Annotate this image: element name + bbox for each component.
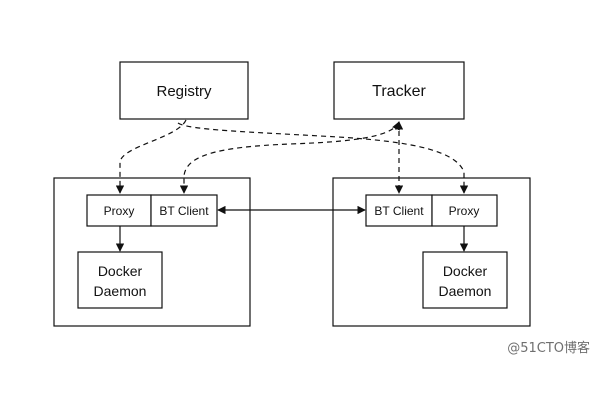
right-bt-client-box [365, 194, 433, 227]
right-docker-daemon-line2: Daemon [439, 283, 492, 299]
right-docker-daemon-line1: Docker [443, 263, 488, 279]
right-proxy-label: Proxy [449, 204, 480, 218]
left-docker-daemon-box [77, 251, 163, 309]
right-bt-client-label: BT Client [374, 204, 424, 218]
registry-label: Registry [156, 83, 212, 100]
left-proxy-box [86, 194, 152, 227]
watermark: @51CTO博客 [507, 341, 590, 356]
tracker-label: Tracker [372, 83, 426, 100]
registry-to-left-proxy-dashed [115, 119, 187, 194]
registry-to-right-proxy-dashed [177, 122, 469, 194]
registry-box [119, 61, 249, 120]
tracker-to-left-bt-client-dashed [179, 121, 400, 194]
left-bt-client-box [150, 194, 218, 227]
right-docker-daemon-box [422, 251, 508, 309]
left-bt-client-label: BT Client [159, 204, 209, 218]
left-docker-daemon-line2: Daemon [94, 283, 147, 299]
left-proxy-label: Proxy [104, 204, 135, 218]
left-docker-daemon-line1: Docker [98, 263, 143, 279]
tracker-box [333, 61, 465, 120]
